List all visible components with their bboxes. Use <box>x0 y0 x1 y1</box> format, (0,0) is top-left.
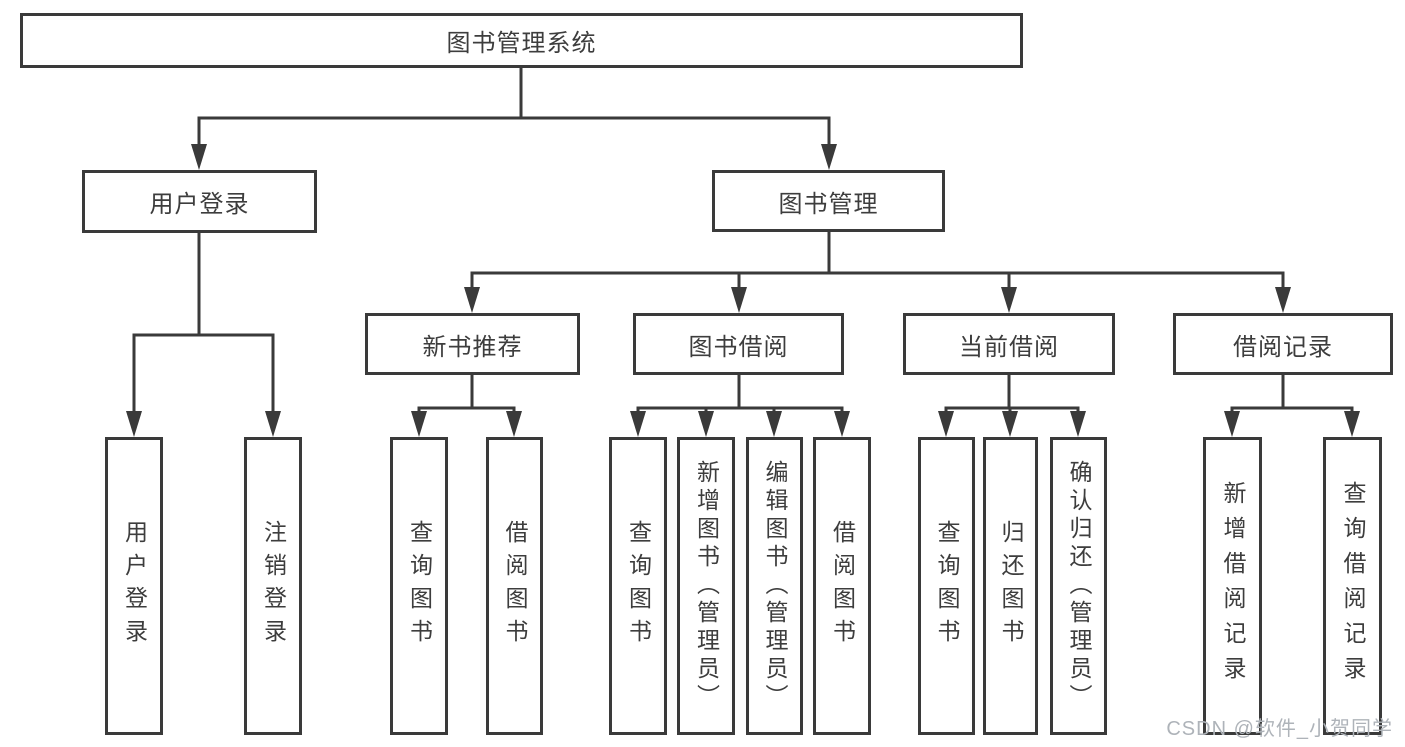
leaf-current-return-books-label: 归还图书 <box>998 520 1024 652</box>
leaf-borrow-query-books: 查询图书 <box>609 437 667 735</box>
leaf-borrow-edit-books-admin-label: 编辑图书（管理员） <box>762 460 788 712</box>
node-root-label: 图书管理系统 <box>446 30 597 57</box>
node-current-borrow: 当前借阅 <box>903 313 1115 375</box>
node-current-borrow-label: 当前借阅 <box>959 333 1059 361</box>
leaf-borrow-borrow-books-label: 借阅图书 <box>829 520 856 652</box>
leaf-current-confirm-return-admin: 确认归还（管理员） <box>1050 437 1107 735</box>
node-root: 图书管理系统 <box>20 13 1023 68</box>
leaf-records-add-record: 新增借阅记录 <box>1203 437 1262 735</box>
leaf-records-add-record-label: 新增借阅记录 <box>1220 481 1246 691</box>
watermark-text: CSDN @软件_小贺同学 <box>1166 718 1393 740</box>
leaf-borrow-edit-books-admin: 编辑图书（管理员） <box>746 437 803 735</box>
leaf-current-query-books: 查询图书 <box>918 437 975 735</box>
connector-book-management-children <box>464 230 1291 313</box>
node-borrow-records-label: 借阅记录 <box>1233 333 1333 361</box>
leaf-recommend-query-books-label: 查询图书 <box>406 520 433 652</box>
leaf-borrow-add-books-admin-label: 新增图书（管理员） <box>693 460 720 712</box>
leaf-borrow-add-books-admin: 新增图书（管理员） <box>677 437 735 735</box>
leaf-user-login: 用户登录 <box>105 437 163 735</box>
leaf-current-query-books-label: 查询图书 <box>934 520 960 652</box>
leaf-records-query-record: 查询借阅记录 <box>1323 437 1382 735</box>
node-borrow-records: 借阅记录 <box>1173 313 1393 375</box>
node-new-book-recommend: 新书推荐 <box>365 313 580 375</box>
node-book-management: 图书管理 <box>712 170 945 232</box>
leaf-recommend-query-books: 查询图书 <box>390 437 448 735</box>
leaf-borrow-borrow-books: 借阅图书 <box>813 437 871 735</box>
leaf-recommend-borrow-books-label: 借阅图书 <box>502 520 528 652</box>
leaf-current-return-books: 归还图书 <box>983 437 1038 735</box>
node-user-login-label: 用户登录 <box>149 191 250 218</box>
connector-book-borrow-children <box>630 373 850 437</box>
leaf-recommend-borrow-books: 借阅图书 <box>486 437 543 735</box>
leaf-borrow-query-books-label: 查询图书 <box>625 520 652 652</box>
node-user-login: 用户登录 <box>82 170 317 233</box>
connector-root-to-level2 <box>191 65 837 170</box>
leaf-current-confirm-return-admin-label: 确认归还（管理员） <box>1066 460 1092 712</box>
connector-current-borrow-children <box>938 373 1086 437</box>
node-new-book-recommend-label: 新书推荐 <box>422 333 523 361</box>
node-book-borrow: 图书借阅 <box>633 313 844 375</box>
connector-new-book-recommend-children <box>411 373 522 437</box>
node-book-management-label: 图书管理 <box>778 190 879 218</box>
leaf-user-login-label: 用户登录 <box>121 520 148 652</box>
connector-borrow-records-children <box>1224 373 1360 437</box>
node-book-borrow-label: 图书借阅 <box>688 333 789 361</box>
leaf-logout: 注销登录 <box>244 437 302 735</box>
connector-user-login-children <box>126 231 281 437</box>
leaf-records-query-record-label: 查询借阅记录 <box>1340 481 1366 691</box>
leaf-logout-label: 注销登录 <box>260 520 287 652</box>
